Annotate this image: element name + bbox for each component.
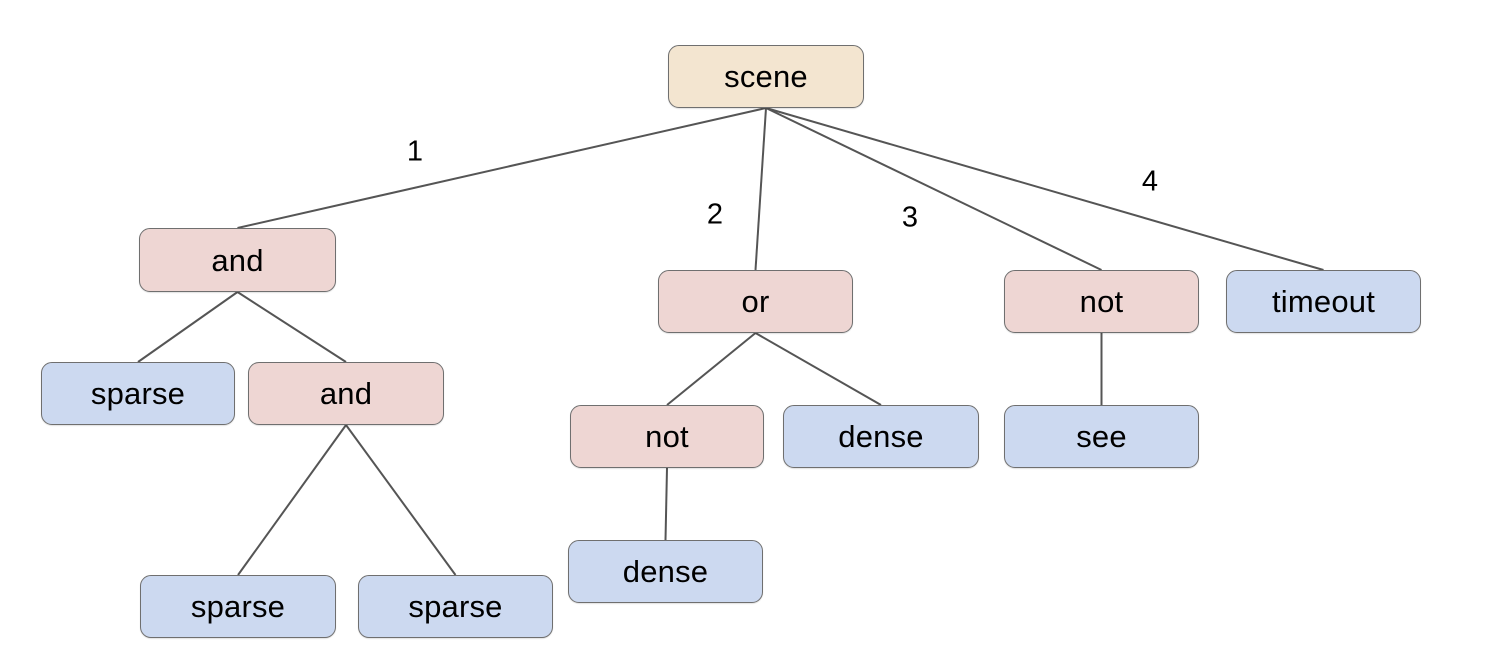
tree-node-label: dense: [622, 554, 709, 589]
tree-edge: [664, 467, 668, 541]
tree-node-label: or: [741, 284, 770, 319]
edge-label-3: 3: [901, 201, 919, 234]
tree-node-and1[interactable]: and: [139, 228, 336, 292]
tree-node-label: scene: [724, 59, 808, 94]
tree-node-label: sparse: [408, 589, 503, 624]
tree-node-sparse1[interactable]: sparse: [41, 362, 235, 425]
tree-edge: [765, 107, 1102, 271]
tree-node-scene[interactable]: scene: [668, 45, 864, 108]
tree-node-see1[interactable]: see: [1004, 405, 1199, 468]
tree-edge: [755, 332, 882, 406]
tree-edge: [765, 107, 1324, 271]
tree-node-timeout1[interactable]: timeout: [1226, 270, 1421, 333]
tree-node-label: and: [319, 376, 373, 411]
tree-edge: [754, 107, 767, 271]
tree-node-or1[interactable]: or: [658, 270, 853, 333]
edge-label-4: 4: [1141, 165, 1159, 198]
tree-node-label: see: [1076, 419, 1127, 454]
tree-edge: [345, 424, 457, 576]
tree-node-not1[interactable]: not: [1004, 270, 1199, 333]
tree-edge: [666, 332, 757, 406]
tree-node-label: dense: [838, 419, 924, 454]
tree-node-label: not: [645, 419, 689, 454]
tree-node-label: sparse: [190, 589, 286, 624]
edge-label-1: 1: [406, 135, 424, 168]
tree-edge: [236, 291, 347, 363]
tree-node-dense2[interactable]: dense: [568, 540, 763, 603]
edge-label-2: 2: [706, 198, 724, 231]
tree-node-label: and: [211, 242, 264, 278]
tree-node-sparse2[interactable]: sparse: [140, 575, 336, 638]
tree-node-and2[interactable]: and: [248, 362, 444, 425]
tree-node-dense1[interactable]: dense: [783, 405, 979, 468]
tree-edge: [237, 107, 767, 229]
tree-edge: [237, 424, 347, 576]
tree-node-label: timeout: [1271, 284, 1376, 319]
tree-node-label: sparse: [90, 376, 186, 411]
tree-node-label: not: [1079, 284, 1124, 319]
tree-edge: [137, 291, 239, 363]
tree-node-not2[interactable]: not: [570, 405, 764, 468]
tree-node-sparse3[interactable]: sparse: [358, 575, 553, 638]
